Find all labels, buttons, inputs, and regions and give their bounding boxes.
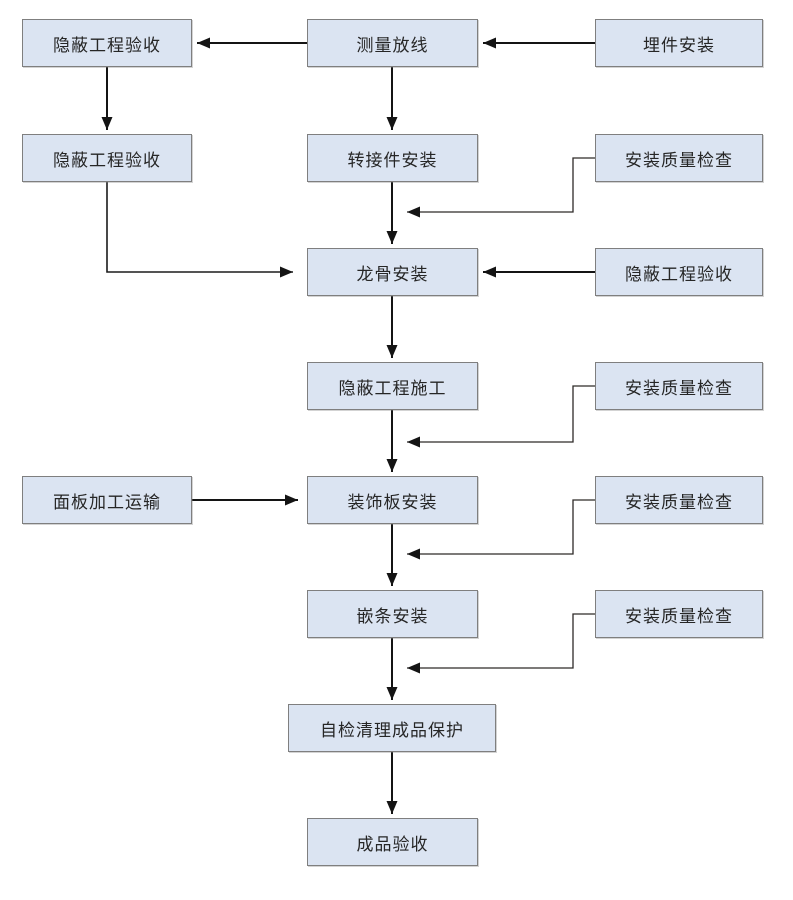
node-panel-processing: 面板加工运输 bbox=[22, 476, 192, 524]
node-decor-panel-install: 装饰板安装 bbox=[307, 476, 478, 524]
arrow-qualitycheck2-join bbox=[407, 385, 595, 448]
node-survey-layout: 测量放线 bbox=[307, 19, 478, 67]
node-finished-acceptance: 成品验收 bbox=[307, 818, 478, 866]
node-quality-check-4: 安装质量检查 bbox=[595, 590, 763, 638]
node-quality-check-1: 安装质量检查 bbox=[595, 134, 763, 182]
node-hidden-acceptance-3: 隐蔽工程验收 bbox=[595, 248, 763, 296]
node-quality-check-2: 安装质量检查 bbox=[595, 362, 763, 410]
node-adapter-install: 转接件安装 bbox=[307, 134, 478, 182]
arrow-qualitycheck3-join bbox=[407, 499, 595, 560]
node-inlay-install: 嵌条安装 bbox=[307, 590, 478, 638]
node-hidden-acceptance-2: 隐蔽工程验收 bbox=[22, 134, 192, 182]
node-embed-install: 埋件安装 bbox=[595, 19, 763, 67]
node-hidden-acceptance-1: 隐蔽工程验收 bbox=[22, 19, 192, 67]
arrow-qualitycheck4-join bbox=[407, 613, 595, 674]
node-keel-install: 龙骨安装 bbox=[307, 248, 478, 296]
node-hidden-construction: 隐蔽工程施工 bbox=[307, 362, 478, 410]
node-quality-check-3: 安装质量检查 bbox=[595, 476, 763, 524]
arrow-qualitycheck1-join bbox=[407, 157, 595, 218]
node-self-check-clean-protect: 自检清理成品保护 bbox=[288, 704, 496, 752]
arrow-hidden2-to-keel bbox=[106, 182, 293, 278]
